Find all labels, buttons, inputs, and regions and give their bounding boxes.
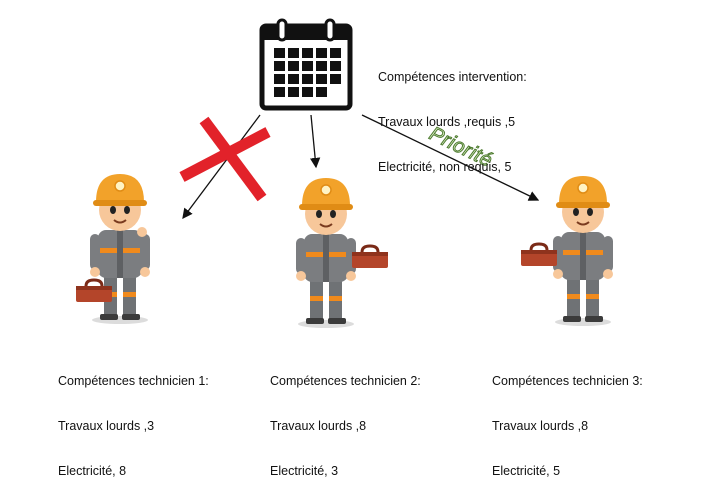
technician-1-skills: Compétences technicien 1: Travaux lourds… <box>58 344 209 494</box>
arrow-to-technician-3 <box>361 114 540 201</box>
technician-figure-2 <box>295 177 390 329</box>
diagram-canvas: Priorité <box>74 18 614 329</box>
technician-2-electricity: Electricité, 3 <box>270 464 339 478</box>
technician-3-electricity: Electricité, 5 <box>492 464 561 478</box>
intervention-skills: Compétences intervention: Travaux lourds… <box>378 40 527 190</box>
technician-1-title: Compétences technicien 1: <box>58 374 209 388</box>
technician-3-heavy-work: Travaux lourds ,8 <box>492 419 589 433</box>
intervention-electricity: Electricité, non requis, 5 <box>378 160 512 174</box>
technician-3-title: Compétences technicien 3: <box>492 374 643 388</box>
technician-figure-1 <box>74 173 151 325</box>
technician-1-heavy-work: Travaux lourds ,3 <box>58 419 155 433</box>
arrow-to-technician-1 <box>182 114 261 220</box>
red-cross-icon <box>179 116 271 202</box>
intervention-heavy-work: Travaux lourds ,requis ,5 <box>378 115 516 129</box>
technician-2-title: Compétences technicien 2: <box>270 374 421 388</box>
technician-3-skills: Compétences technicien 3: Travaux lourds… <box>492 344 643 494</box>
arrow-to-technician-2 <box>309 114 321 169</box>
technician-2-heavy-work: Travaux lourds ,8 <box>270 419 367 433</box>
intervention-title: Compétences intervention: <box>378 70 527 84</box>
technician-2-skills: Compétences technicien 2: Travaux lourds… <box>270 344 421 494</box>
calendar-icon <box>259 18 353 111</box>
technician-1-electricity: Electricité, 8 <box>58 464 127 478</box>
